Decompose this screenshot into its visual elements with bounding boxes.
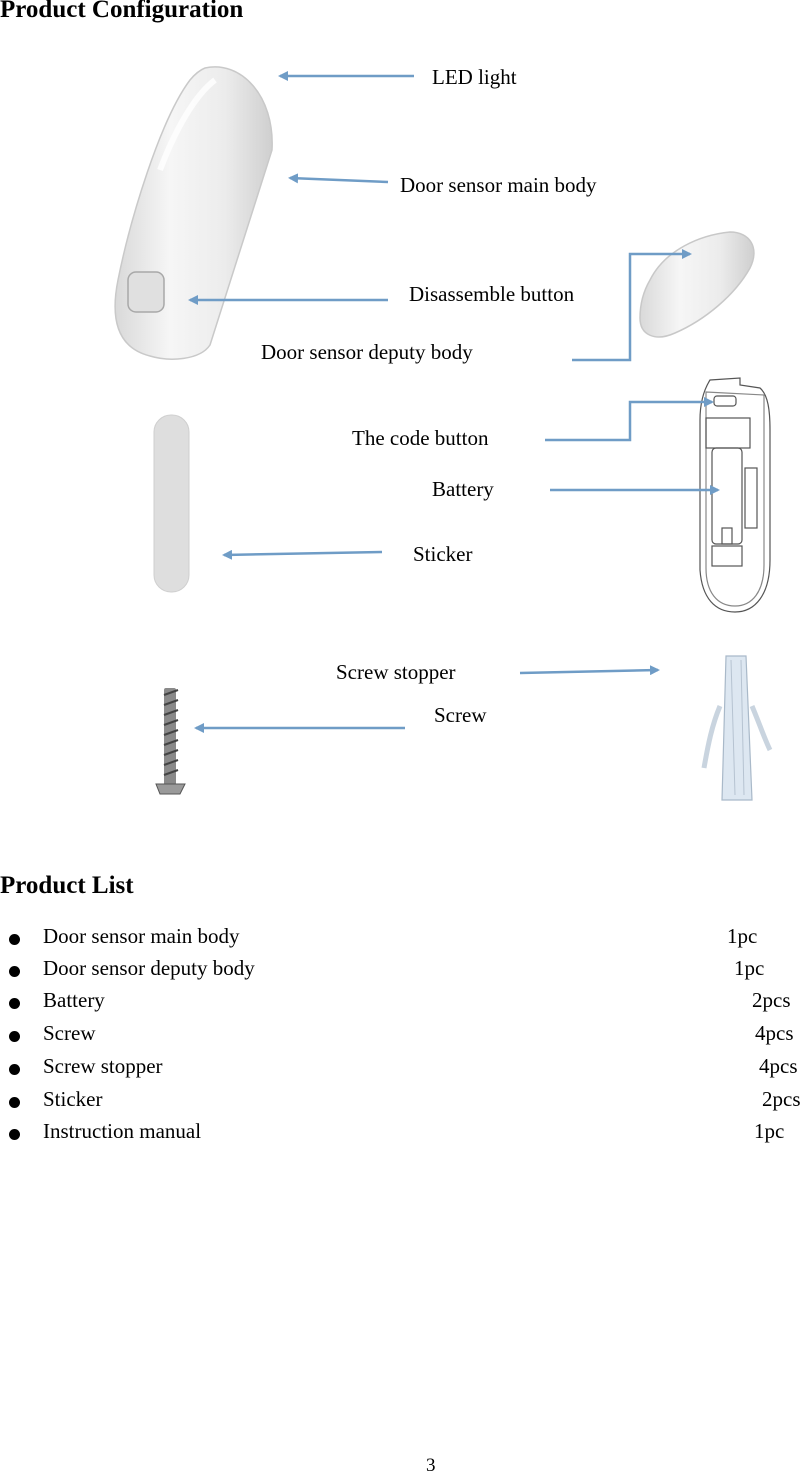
bullet-icon (9, 998, 20, 1009)
list-item-name: Battery (43, 988, 105, 1012)
arrow-screw-stopper (519, 665, 660, 676)
list-item: Screw stopper 4pcs (0, 1054, 808, 1084)
list-item-name: Door sensor deputy body (43, 956, 255, 980)
label-screw-stopper: Screw stopper (336, 660, 456, 684)
arrow-deputy-body (572, 249, 692, 362)
bullet-icon (9, 1031, 20, 1042)
list-item-qty: 1pc (754, 1119, 785, 1143)
list-item-name: Sticker (43, 1087, 103, 1111)
sticker-image (153, 414, 190, 593)
section-title-configuration: Product Configuration (0, 0, 244, 23)
list-item: Door sensor main body 1pc (0, 924, 808, 954)
bullet-icon (9, 934, 20, 945)
callout-arrows (188, 71, 720, 733)
bullet-icon (9, 1129, 20, 1140)
label-led-light: LED light (432, 65, 517, 89)
label-sticker: Sticker (413, 542, 473, 566)
list-item: Door sensor deputy body 1pc (0, 956, 808, 986)
list-item-qty: 4pcs (759, 1054, 798, 1078)
bullet-icon (9, 1097, 20, 1108)
arrow-main-body (288, 173, 389, 184)
list-item-name: Screw stopper (43, 1054, 163, 1078)
list-item: Instruction manual 1pc (0, 1119, 808, 1149)
opened-sensor-image (699, 377, 771, 613)
arrow-code-button (545, 397, 714, 442)
list-item: Screw 4pcs (0, 1021, 808, 1051)
list-item-qty: 1pc (734, 956, 765, 980)
door-sensor-main-body-image (114, 66, 273, 360)
screw-image (155, 688, 186, 795)
label-deputy-body: Door sensor deputy body (261, 340, 473, 364)
section-title-product-list: Product List (0, 872, 134, 899)
page-number: 3 (426, 1455, 436, 1476)
label-battery: Battery (432, 477, 494, 501)
bullet-icon (9, 1064, 20, 1075)
list-item-qty: 2pcs (752, 988, 791, 1012)
label-screw: Screw (434, 703, 487, 727)
list-item-qty: 1pc (727, 924, 758, 948)
list-item-name: Instruction manual (43, 1119, 202, 1143)
screw-stopper-image (701, 655, 773, 801)
list-item: Battery 2pcs (0, 988, 808, 1018)
list-item: Sticker 2pcs (0, 1087, 808, 1117)
product-configuration-diagram (114, 66, 773, 801)
list-item-name: Door sensor main body (43, 924, 240, 948)
list-item-name: Screw (43, 1021, 96, 1045)
label-disassemble-button: Disassemble button (409, 282, 575, 306)
arrow-sticker (222, 549, 383, 560)
label-code-button: The code button (352, 426, 489, 450)
label-main-body: Door sensor main body (400, 173, 597, 197)
door-sensor-deputy-body-image (639, 231, 755, 338)
list-item-qty: 4pcs (755, 1021, 794, 1045)
list-item-qty: 2pcs (762, 1087, 801, 1111)
bullet-icon (9, 966, 20, 977)
